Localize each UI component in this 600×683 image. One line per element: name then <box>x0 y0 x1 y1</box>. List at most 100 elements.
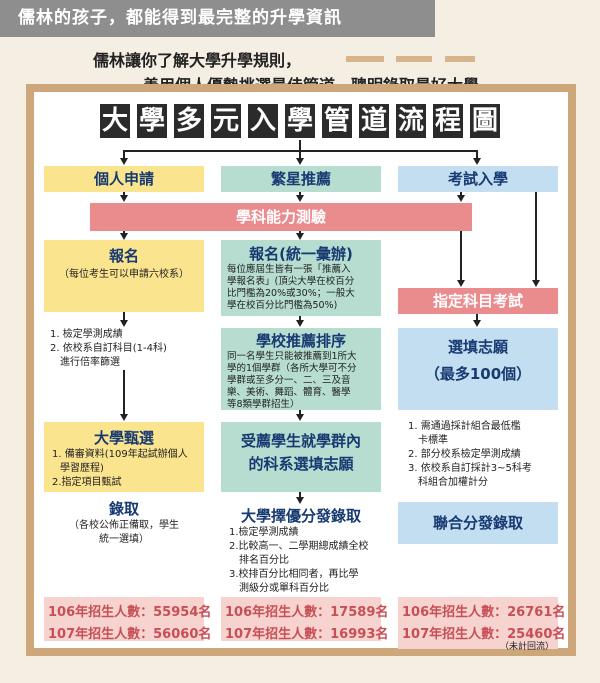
personal-screening-item: 1. 備審資料(109年起試辦個人 <box>52 449 188 460</box>
connector-line <box>299 140 301 151</box>
arrow-head <box>296 158 304 165</box>
arrow-head <box>457 280 465 287</box>
star-ranking-note: 樂、美術、舞蹈、體育、醫學 <box>227 387 351 398</box>
personal-enrollment-counts: 106年招生人數：55954名 107年招生人數：56060名 <box>44 597 212 642</box>
connector-line <box>299 410 301 415</box>
exam-rule-item: 3. 依校系自訂採計3~5科考 <box>408 463 532 474</box>
connector-line <box>476 150 478 158</box>
arrow-head <box>296 414 304 421</box>
star-distribution-item: 排名百分比 <box>239 555 289 566</box>
star-register-title: 報名(統一彙辦) <box>249 245 353 263</box>
star-distribution-item: 1.檢定學測成績 <box>229 527 299 538</box>
track-star-recommendation: 繁星推薦 <box>221 166 381 192</box>
arrow-head <box>473 158 481 165</box>
star-distribution-item: 2.比較高一、二學期總成績全校 <box>229 541 369 552</box>
connector-line <box>299 150 301 158</box>
personal-register-note: （每位考生可以申請六校系） <box>59 269 189 280</box>
exam-rule-item: 2. 部分校系檢定學測成績 <box>408 449 521 460</box>
personal-screening-box: 大學甄選 1. 備審資料(109年起試辦個人 學習歷程) 2.指定項目甄試 <box>44 422 204 492</box>
star-distribution-item: 測級分或單科百分比 <box>239 583 329 594</box>
title-char: 多 <box>174 104 204 138</box>
star-count-106: 106年招生人數：17589名 <box>225 605 389 620</box>
personal-admission-title: 錄取 <box>108 500 139 518</box>
title-char: 元 <box>211 104 241 138</box>
connector-line <box>299 492 301 498</box>
star-choose-title: 受薦學生就學群內 <box>240 432 361 450</box>
star-register-box: 報名(統一彙辦) 每位應屆生皆有一張「推薦入 學報名表」(頂尖大學在校百分 比門… <box>221 240 381 316</box>
connector-line <box>299 316 301 321</box>
exam-enrollment-counts: 106年招生人數：26761名 107年招生人數：25460名 （未計回流） <box>398 597 566 652</box>
personal-check-list: 1. 檢定學測成績 2. 依校系自訂科目(1-4科) 進行倍率篩選 <box>44 328 204 368</box>
connector-line <box>123 312 125 320</box>
decorative-dash <box>445 56 475 62</box>
connector-line <box>460 192 462 196</box>
exam-count-107: 107年招生人數：25460名 <box>402 627 566 642</box>
connector-line <box>460 231 462 280</box>
star-register-note: 學在校百分比門檻為50%) <box>227 300 338 311</box>
arrow-head <box>457 195 465 202</box>
arrow-head <box>473 320 481 327</box>
star-ranking-box: 學校推薦排序 同一名學生只能被推薦到1所大 學的1個學群（各所大學可不分 學群或… <box>221 328 381 410</box>
exam-rule-item: 1. 需通過採計組合最低檻 <box>408 421 521 432</box>
exam-distribution-box: 聯合分發錄取 <box>398 502 558 544</box>
exam-rule-item: 科組合加權計分 <box>418 477 488 488</box>
connector-line <box>299 231 301 234</box>
personal-register-title: 報名 <box>108 247 139 265</box>
star-ranking-note: 等8類學群招生） <box>227 399 300 410</box>
star-register-note: 每位應屆生皆有一張「推薦入 <box>227 264 351 275</box>
personal-register-box: 報名 （每位考生可以申請六校系） <box>44 240 204 312</box>
star-register-note: 學報名表」(頂尖大學在校百分 <box>227 276 355 287</box>
star-ranking-note: 學群或至多分一、二、三及音 <box>227 375 351 386</box>
star-enrollment-counts: 106年招生人數：17589名 107年招生人數：16993名 <box>221 597 389 642</box>
track-exam-admission: 考試入學 <box>398 166 558 192</box>
exam-rule-item: 卡標準 <box>418 435 448 446</box>
title-char: 學 <box>285 104 315 138</box>
star-distribution-block: 大學擇優分發錄取 1.檢定學測成績 2.比較高一、二學期總成績全校 排名百分比 … <box>221 505 381 594</box>
exam-choose-title: 選填志願 <box>447 338 508 356</box>
arrow-head <box>296 195 304 202</box>
personal-screening-item: 學習歷程) <box>60 463 104 474</box>
star-count-107: 107年招生人數：16993名 <box>225 627 389 642</box>
title-char: 大 <box>100 104 130 138</box>
arrow-head <box>120 414 128 421</box>
connector-line <box>123 192 125 196</box>
title-char: 學 <box>137 104 167 138</box>
connector-line <box>123 150 125 158</box>
star-ranking-note: 學的1個學群（各所大學可不分 <box>227 363 357 374</box>
personal-admission-block: 錄取 （各校公佈正備取，學生 統一選填） <box>44 498 204 548</box>
exam-choose-note: （最多100個） <box>424 365 532 383</box>
arrow-head <box>532 280 540 287</box>
star-choose-box: 受薦學生就學群內 的科系選填志願 <box>221 422 381 492</box>
personal-check-item: 1. 檢定學測成績 <box>50 329 123 340</box>
arrow-head <box>296 233 304 240</box>
arrow-head <box>120 320 128 327</box>
personal-check-item: 進行倍率篩選 <box>60 357 120 368</box>
designated-subject-test-box: 指定科目考試 <box>398 288 558 314</box>
connector-line <box>299 192 301 196</box>
star-ranking-note: 同一名學生只能被推薦到1所大 <box>227 351 357 362</box>
title-char: 程 <box>433 104 463 138</box>
top-banner: 儒林的孩子，都能得到最完整的升學資訊 <box>0 0 435 37</box>
title-char: 道 <box>359 104 389 138</box>
academic-ability-test-bar: 學科能力測驗 <box>90 203 472 231</box>
star-distribution-title: 大學擇優分發錄取 <box>240 507 361 525</box>
decorative-dash <box>346 56 384 62</box>
decorative-dash <box>396 56 432 62</box>
connector-line <box>123 231 125 234</box>
exam-choose-box: 選填志願 （最多100個） <box>398 328 558 410</box>
exam-count-106: 106年招生人數：26761名 <box>402 605 566 620</box>
arrow-head <box>120 158 128 165</box>
personal-count-107: 107年招生人數：56060名 <box>48 627 212 642</box>
title-char: 入 <box>248 104 278 138</box>
title-char: 管 <box>322 104 352 138</box>
exam-rules-list: 1. 需通過採計組合最低檻 卡標準 2. 部分校系檢定學測成績 3. 依校系自訂… <box>398 420 558 492</box>
connector-line <box>123 370 125 415</box>
star-ranking-title: 學校推薦排序 <box>255 332 346 350</box>
connector-line <box>535 192 537 280</box>
personal-screening-title: 大學甄選 <box>93 429 154 447</box>
track-personal-application: 個人申請 <box>44 166 204 192</box>
star-choose-title: 的科系選填志願 <box>248 455 354 473</box>
title-char: 圖 <box>470 104 500 138</box>
star-register-note: 比門檻為20%或30%；一般大 <box>227 288 355 299</box>
personal-count-106: 106年招生人數：55954名 <box>48 605 212 620</box>
